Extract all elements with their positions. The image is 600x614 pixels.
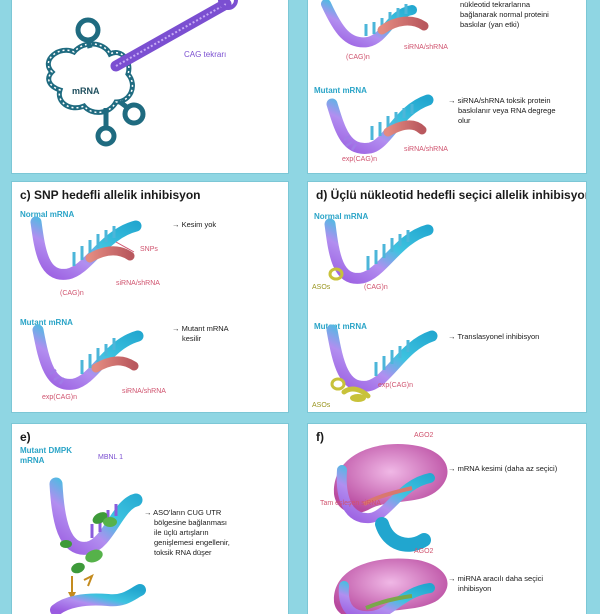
result-text: inhibisyon <box>458 584 492 593</box>
ago2-complex-top <box>333 444 448 552</box>
panel-f-title: f) <box>316 430 324 444</box>
panel-d: d) Üçlü nükleotid hedefli seçici allelik… <box>308 182 586 412</box>
text-line: baskılanır veya RNA degrege <box>458 106 556 115</box>
panel-b-bottom-text: → siRNA/shRNA toksik protein baskılanır … <box>448 96 556 126</box>
expcag-label: exp(CAG)n <box>42 394 78 401</box>
sirna-label-bottom: siRNA/shRNA <box>404 146 448 153</box>
cagn-label: (CAG)n <box>346 54 370 61</box>
expcag-label: exp(CAG)n <box>342 156 378 163</box>
text-line: nükleotid tekrarlarına <box>460 0 531 9</box>
panel-e-text: → ASO'ların CUG UTR bölgesine bağlanması… <box>144 508 230 558</box>
rna-structure-mutant <box>32 324 144 390</box>
asos-label: ASOs <box>312 402 331 409</box>
result-mrna-cut: → mRNA kesimi (daha az seçici) <box>448 464 557 474</box>
text-line: genişlemesi engellenir, <box>154 538 230 547</box>
mutant-mrna-label: Mutant mRNA <box>20 318 73 327</box>
panel-c: c) SNP hedefli allelik inhibisyon Normal… <box>12 182 288 412</box>
mrna-hairpin-diagram <box>45 0 238 147</box>
normal-mrna-label: Normal mRNA <box>20 210 75 219</box>
panel-b-top-text: nükleotid tekrarlarına bağlanarak normal… <box>460 0 549 30</box>
result-text: Translasyonel inhibisyon <box>457 332 540 341</box>
rna-structure-mutant <box>326 94 434 154</box>
sirna-label-top: siRNA/shRNA <box>404 44 448 51</box>
asos-label: ASOs <box>312 284 331 291</box>
panel-c-title: c) SNP hedefli allelik inhibisyon <box>20 188 201 202</box>
panel-d-title: d) Üçlü nükleotid hedefli seçici allelik… <box>316 188 586 202</box>
label-line: mRNA <box>20 456 45 465</box>
arrow-icon: → <box>172 220 180 229</box>
text-line: olur <box>458 116 471 125</box>
mutant-mrna-label: Mutant mRNA <box>314 86 367 95</box>
result-text: mRNA kesimi (daha az seçici) <box>457 464 558 473</box>
cagn-label: (CAG)n <box>60 290 84 297</box>
normal-mrna-label: Normal mRNA <box>314 212 369 221</box>
panel-b: (CAG)n siRNA/shRNA nükleotid tekrarların… <box>308 0 586 173</box>
text-line: ile üçlü artışların <box>154 528 209 537</box>
ago2-label-bottom: AGO2 <box>414 548 434 555</box>
label-line: Mutant DMPK <box>20 446 72 455</box>
ago2-label-top: AGO2 <box>414 432 434 439</box>
text-line: bağlanarak normal proteini <box>460 10 549 19</box>
ago2-complex-bottom <box>333 558 448 614</box>
result-text: miRNA aracılı daha seçici <box>457 574 544 583</box>
rna-structure-normal <box>30 216 142 280</box>
result-mutant-cut: → Mutant mRNA kesilir <box>172 324 229 344</box>
arrow-icon: → <box>448 574 456 583</box>
text-line: siRNA/shRNA toksik protein <box>457 96 551 105</box>
expcag-label: exp(CAG)n <box>378 382 414 389</box>
result-text: Kesim yok <box>181 220 217 229</box>
arrow-icon: → <box>448 96 456 105</box>
text-line: toksik RNA düşer <box>154 548 212 557</box>
result-text: kesilir <box>182 334 202 343</box>
rna-structure-normal <box>324 218 434 284</box>
panel-a: mRNA CAG tekrarı <box>12 0 288 173</box>
sirna-label: siRNA/shRNA <box>122 388 166 395</box>
rna-structure-mutant <box>326 324 438 402</box>
cagn-label: (CAG)n <box>364 284 388 291</box>
text-line: ASO'ların CUG UTR <box>153 508 222 517</box>
snps-label: SNPs <box>140 246 158 253</box>
arrow-icon: → <box>172 324 180 333</box>
arrow-icon: → <box>144 508 152 517</box>
rna-structure-top <box>321 0 429 48</box>
result-text: Mutant mRNA <box>181 324 229 333</box>
panel-e-title: e) <box>20 430 31 444</box>
mutant-mrna-label: Mutant mRNA <box>314 322 367 331</box>
result-no-cut: → Kesim yok <box>172 220 216 230</box>
sirna-label: siRNA/shRNA <box>116 280 160 287</box>
cag-repeat-label: CAG tekrarı <box>184 50 227 59</box>
result-mirna: → miRNA aracılı daha seçici inhibisyon <box>448 574 543 594</box>
panel-e: e) Mutant DMPK mRNA MBNL 1 → ASO'ların C… <box>12 424 288 614</box>
arrow-icon: → <box>448 332 456 341</box>
mrna-label: mRNA <box>72 86 100 96</box>
panel-f: f) AGO2 → mRNA kesimi (daha az seçici) T… <box>308 424 586 614</box>
mutant-dmpk-label: Mutant DMPK mRNA <box>20 446 72 466</box>
text-line: baskılar (yan etki) <box>460 20 520 29</box>
text-line: bölgesine bağlanması <box>154 518 227 527</box>
mbnl1-label: MBNL 1 <box>98 454 124 461</box>
result-translational: → Translasyonel inhibisyon <box>448 332 539 342</box>
perfect-sirna-label: Tam eşleşen siRNA <box>320 500 382 507</box>
arrow-icon: → <box>448 464 456 473</box>
